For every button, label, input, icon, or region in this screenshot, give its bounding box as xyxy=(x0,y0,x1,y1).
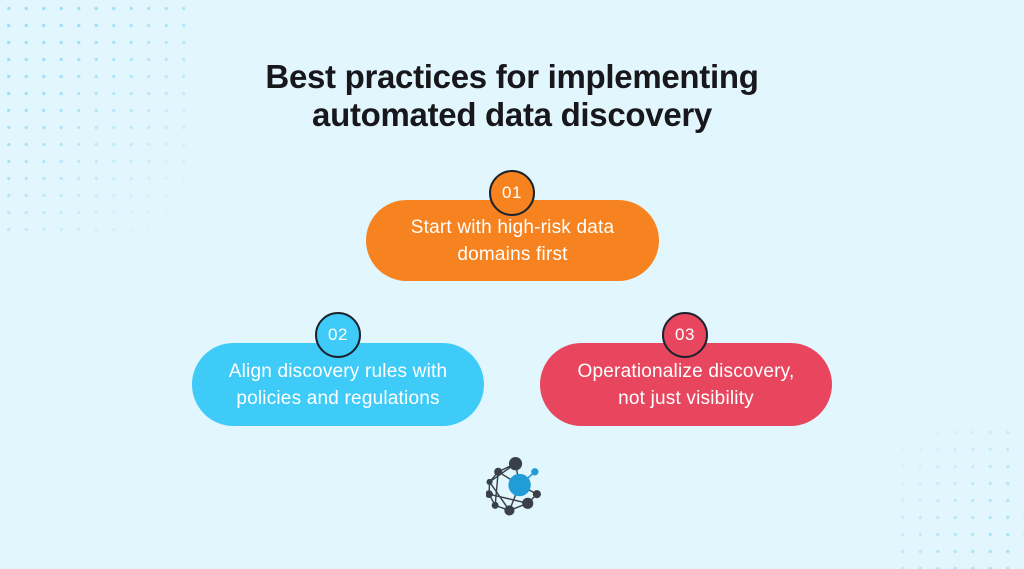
card-03-text-line-1: Operationalize discovery, xyxy=(577,360,795,382)
card-01-text-line-2: domains first xyxy=(457,243,568,265)
network-graph-icon xyxy=(486,452,544,516)
card-02-text-line-1: Align discovery rules with xyxy=(228,360,448,382)
dot-pattern-top-left xyxy=(0,0,200,240)
card-01-number: 01 xyxy=(502,183,522,202)
page-title-line-2: automated data discovery xyxy=(312,96,712,133)
card-02-number: 02 xyxy=(328,325,348,344)
dot-pattern-bottom-right xyxy=(894,424,1024,569)
card-03-number-badge: 03 xyxy=(662,312,708,358)
card-02-number-badge: 02 xyxy=(315,312,361,358)
page-title: Best practices for implementing automate… xyxy=(0,58,1024,134)
card-03-number: 03 xyxy=(675,325,695,344)
card-03-text-line-2: not just visibility xyxy=(618,387,754,409)
page-title-line-1: Best practices for implementing xyxy=(265,58,759,95)
card-01-number-badge: 01 xyxy=(489,170,535,216)
card-01-text-line-1: Start with high-risk data xyxy=(410,216,615,238)
card-02-text-line-2: policies and regulations xyxy=(236,387,440,409)
card-02-pill: Align discovery rules with policies and … xyxy=(192,343,484,426)
